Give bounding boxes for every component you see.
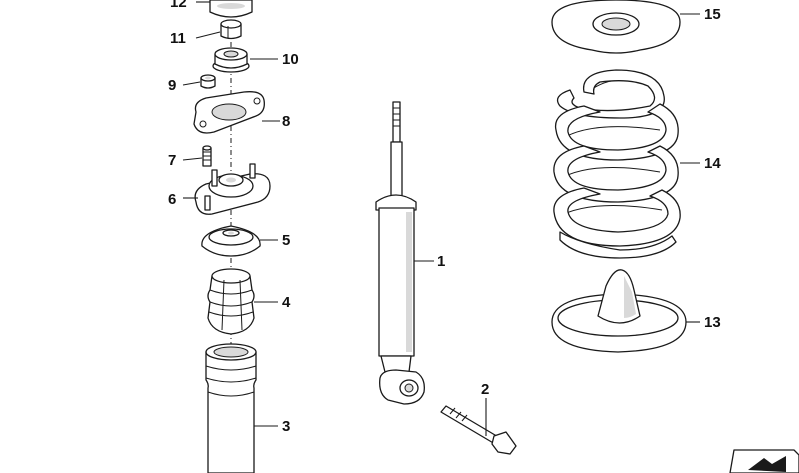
part-6-top-mount[interactable] xyxy=(194,163,271,215)
part-5-bump-cap[interactable] xyxy=(201,225,261,257)
part-14-coil-spring[interactable] xyxy=(553,69,681,259)
callout-3: 3 xyxy=(282,418,290,435)
callout-10: 10 xyxy=(282,51,299,68)
part-15-upper-spring-pad[interactable] xyxy=(551,0,681,54)
callout-5: 5 xyxy=(282,232,290,249)
leader-9 xyxy=(182,81,201,86)
callout-15: 15 xyxy=(704,6,721,23)
leader-11 xyxy=(195,31,221,39)
callout-12: 12 xyxy=(170,0,187,11)
part-4-bump-stop[interactable] xyxy=(207,268,255,335)
part-10-bush[interactable] xyxy=(212,47,250,73)
part-2-bolt[interactable] xyxy=(440,405,517,455)
callout-11: 11 xyxy=(170,30,186,47)
leader-7 xyxy=(182,157,203,161)
part-13-lower-spring-pad[interactable] xyxy=(551,269,687,353)
callout-13: 13 xyxy=(704,314,721,331)
part-8-gasket[interactable] xyxy=(193,91,265,134)
callout-6: 6 xyxy=(168,191,176,208)
catalog-arrow-icon xyxy=(729,449,799,473)
callout-4: 4 xyxy=(282,294,291,311)
callout-1: 1 xyxy=(437,253,445,270)
part-3-protective-tube[interactable] xyxy=(205,343,257,473)
callout-9: 9 xyxy=(168,77,176,94)
callout-2: 2 xyxy=(481,381,489,398)
part-11-nut[interactable] xyxy=(220,19,242,40)
part-12-cap[interactable] xyxy=(209,0,253,18)
callout-8: 8 xyxy=(282,113,290,130)
callout-7: 7 xyxy=(168,152,176,169)
part-7-bolt[interactable] xyxy=(202,145,212,167)
callout-14: 14 xyxy=(704,155,721,172)
part-9-nut[interactable] xyxy=(200,74,216,89)
part-1-shock-absorber[interactable] xyxy=(375,101,425,405)
